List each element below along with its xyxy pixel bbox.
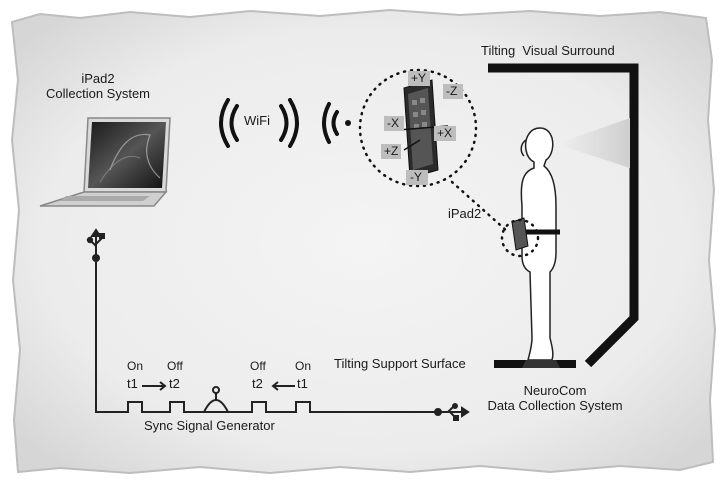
ipad-zoom-circle [358,68,510,234]
pulse-left-t2: t2 [169,376,180,391]
ipad2-label: iPad2 [448,206,482,221]
laptop-icon [39,117,171,207]
pulse-right-off: Off [250,359,266,373]
usb-icon-neurocom [434,403,470,421]
pulse-right-on: On [295,359,312,373]
pulse-left-t1: t1 [127,376,138,391]
neurocom-line1: NeuroCom [523,383,587,398]
wifi-label: WiFi [244,113,270,128]
pulse-left-off: Off [167,359,183,373]
visual-surround-label: Tilting Visual Surround [481,43,615,58]
axis-minus-x: -X [387,116,399,130]
visual-surround-frame [488,63,639,368]
wifi-signal-icon [322,102,351,144]
axis-plus-x: +X [437,126,453,140]
pulse-left-on: On [127,359,144,373]
laptop-title-line2: Collection System [45,85,151,101]
ipad-icon [397,79,449,179]
pulse-right-t2: t2 [252,376,263,391]
support-surface-label: Tilting Support Surface [334,356,466,371]
laptop-title: iPad2 Collection System [28,71,168,102]
visual-field-beam [556,118,630,168]
pulse-right-t1: t1 [297,376,308,391]
ipad-on-waist-icon [500,217,540,258]
neurocom-line2: Data Collection System [487,397,623,413]
axis-label-boxes [381,71,463,185]
support-surface-platform [494,360,576,368]
sync-signal-wire [95,258,436,413]
axis-plus-z: +Z [384,144,399,158]
axis-minus-y: -Y [410,170,422,184]
laptop-title-line1: iPad2 [81,71,115,86]
sync-generator-label: Sync Signal Generator [144,418,275,433]
wifi-icon [219,98,299,148]
axis-minus-z: -Z [446,84,458,98]
neurocom-label: NeuroCom Data Collection System [460,383,650,414]
axis-plus-y: +Y [411,71,427,85]
